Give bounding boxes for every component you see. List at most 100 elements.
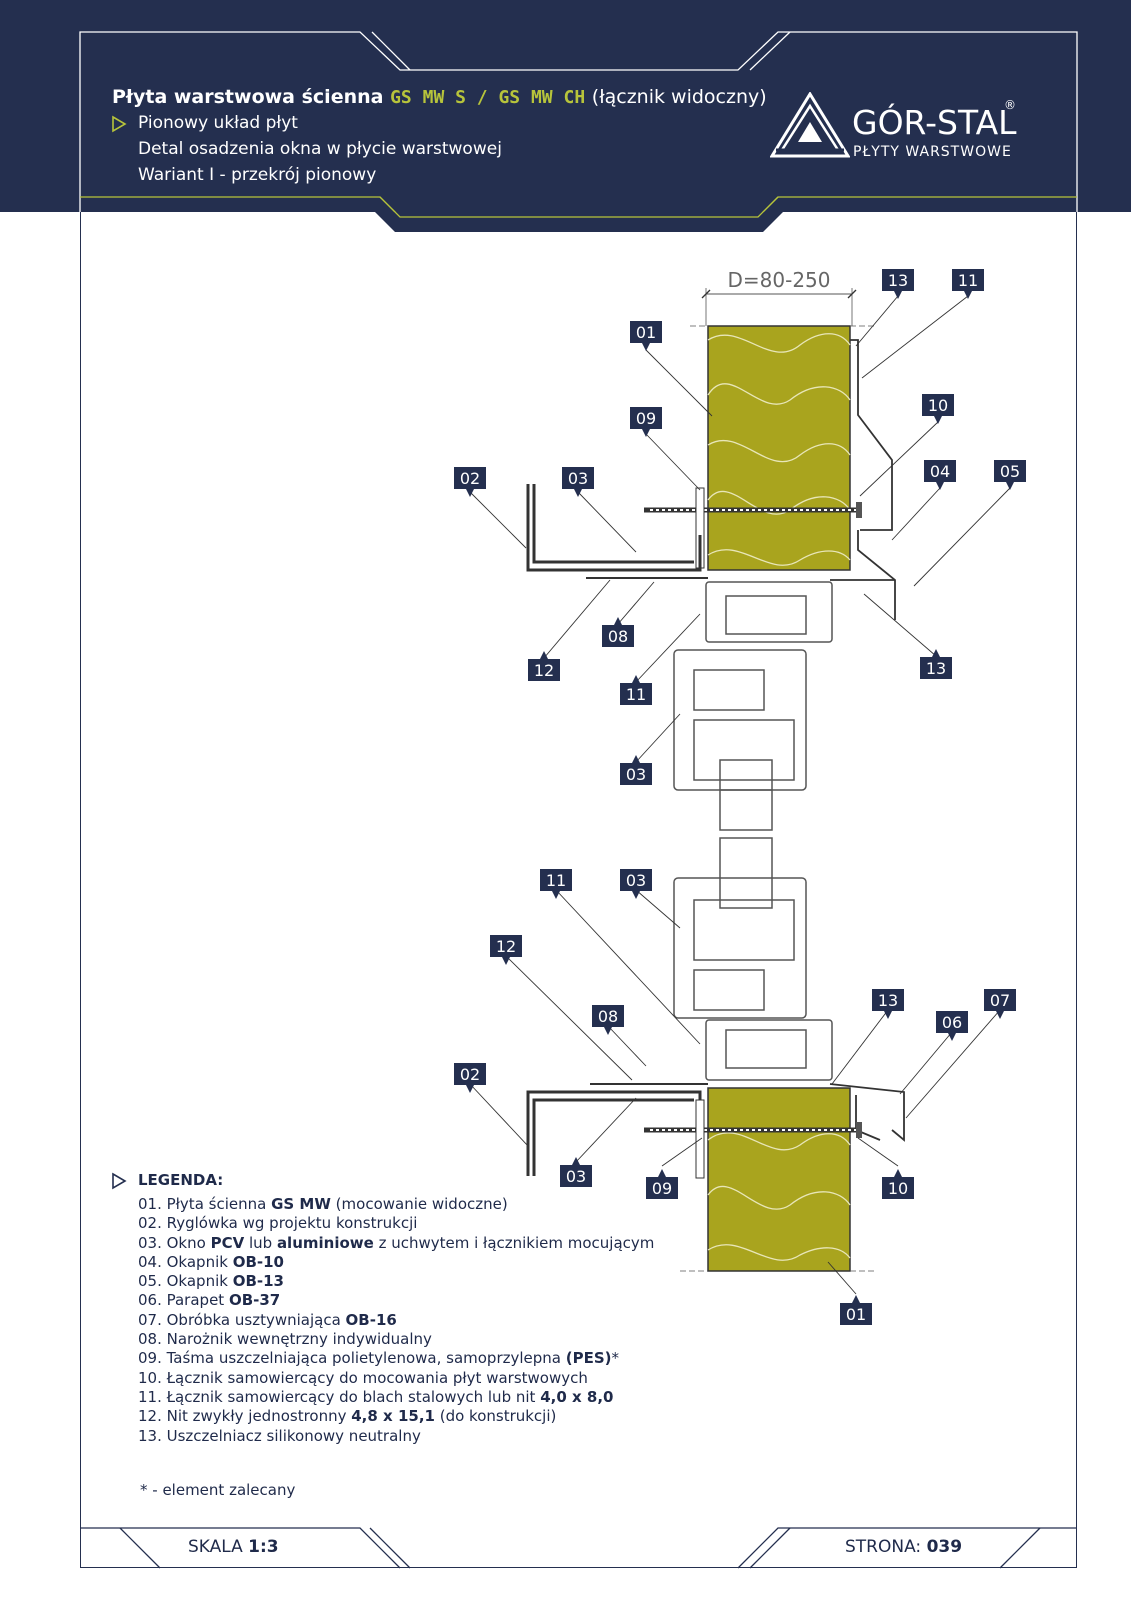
callout-tag: 10 [922, 394, 954, 424]
footnote: * - element zalecany [140, 1481, 296, 1499]
leader-lines [469, 295, 1011, 1295]
legend-item: 07. Obróbka usztywniająca OB-16 [138, 1310, 397, 1329]
legend-list: 01. Płyta ścienna GS MW (mocowanie widoc… [138, 1195, 654, 1446]
legend: LEGENDA: 01. Płyta ścienna GS MW (mocowa… [112, 1171, 654, 1446]
callout-tag: 10 [882, 1169, 914, 1199]
logo-registered: ® [1004, 98, 1016, 112]
page-number: STRONA: 039 [845, 1537, 963, 1557]
page-frame [80, 212, 1077, 1568]
callout-tag: 11 [952, 269, 984, 299]
callout-tag: 11 [540, 869, 572, 899]
gor-stal-logo-icon [770, 92, 850, 158]
page-title: Płyta warstwowa ścienna GS MW S / GS MW … [112, 86, 767, 108]
legend-item: 12. Nit zwykły jednostronny 4,8 x 15,1 (… [138, 1407, 557, 1426]
legend-item: 01. Płyta ścienna GS MW (mocowanie widoc… [138, 1195, 508, 1213]
subtitle-line-1: Pionowy układ płyt [112, 112, 767, 134]
arrow-icon [112, 115, 127, 133]
callout-label: 11 [626, 685, 646, 704]
callout-label: 11 [546, 871, 566, 890]
callout-tag: 07 [984, 989, 1016, 1019]
callout-tag: 01 [840, 1295, 872, 1325]
scale-info: SKALA 1:3 [188, 1537, 279, 1557]
callout-label: 09 [652, 1179, 672, 1198]
callout-tag: 13 [920, 649, 952, 679]
legend-item: 06. Parapet OB-37 [138, 1291, 281, 1310]
window-frame-top [673, 581, 833, 831]
callout-label: 03 [626, 765, 646, 784]
callout-tag: 08 [592, 1005, 624, 1035]
legend-item: 03. Okno PCV lub aluminiowe z uchwytem i… [138, 1233, 655, 1252]
dimension-line: D=80-250 [701, 268, 857, 326]
subtitle-line-3: Wariant I - przekrój pionowy [138, 165, 377, 185]
legend-item: 09. Taśma uszczelniająca polietylenowa, … [138, 1349, 620, 1368]
callout-label: 03 [626, 871, 646, 890]
screw-top [644, 487, 862, 569]
title-prefix: Płyta warstwowa ścienna [112, 86, 384, 108]
callout-label: 13 [888, 271, 908, 290]
callout-tag: 05 [994, 460, 1026, 490]
callout-label: 01 [846, 1305, 866, 1324]
callout-tag: 08 [602, 617, 634, 647]
callout-label: 04 [930, 462, 950, 481]
callout-tag: 01 [630, 321, 662, 351]
callout-label: 12 [534, 661, 554, 680]
callout-tag: 13 [872, 989, 904, 1019]
callout-label: 08 [608, 627, 628, 646]
callout-label: 08 [598, 1007, 618, 1026]
logo-tagline: PŁYTY WARSTWOWE [853, 144, 1012, 160]
callout-tag: 03 [620, 755, 652, 785]
legend-item: 05. Okapnik OB-13 [138, 1272, 284, 1291]
callout-label: 11 [958, 271, 978, 290]
footer-decoration [80, 1527, 1077, 1569]
subtitle-line-2: Detal osadzenia okna w płycie warstwowej [138, 139, 502, 159]
callout-tag: 12 [528, 651, 560, 681]
title-suffix: (łącznik widoczny) [591, 86, 767, 108]
legend-item: 04. Okapnik OB-10 [138, 1252, 284, 1271]
callout-tag: 03 [560, 1157, 592, 1187]
callout-label: 13 [926, 659, 946, 678]
callout-label: 10 [888, 1179, 908, 1198]
callout-tags: 13 11 01 09 10 02 03 04 05 08 13 12 11 03 11 03 12 08 13 07… [454, 269, 1026, 1325]
callout-label: 03 [568, 469, 588, 488]
callout-label: 05 [1000, 462, 1020, 481]
legend-heading: LEGENDA: [112, 1171, 654, 1190]
callout-tag: 04 [924, 460, 956, 490]
header-tab [375, 196, 783, 232]
arrow-icon [112, 1172, 127, 1190]
legend-item: 10. Łącznik samowiercący do mocowania pł… [138, 1368, 588, 1387]
callout-label: 03 [566, 1167, 586, 1186]
callout-label: 07 [990, 991, 1010, 1010]
logo-name: GÓR-STAL [852, 103, 1017, 142]
legend-item: 11. Łącznik samowiercący do blach stalow… [138, 1387, 614, 1406]
callout-tag: 03 [620, 869, 652, 899]
callout-tag: 09 [646, 1169, 678, 1199]
title-block: Płyta warstwowa ścienna GS MW S / GS MW … [112, 86, 767, 186]
sandwich-panel-top [690, 325, 874, 571]
callout-tag: 13 [882, 269, 914, 299]
callout-tag: 12 [490, 935, 522, 965]
sandwich-panel-bottom [680, 1087, 876, 1272]
dimension-label: D=80-250 [728, 268, 831, 292]
callout-label: 06 [942, 1013, 962, 1032]
callout-tag: 06 [936, 1011, 968, 1041]
callout-tag: 11 [620, 675, 652, 705]
callout-tag: 03 [562, 467, 594, 497]
callout-tag: 02 [454, 467, 486, 497]
window-frame-bottom [673, 837, 833, 1081]
title-product: GS MW S / GS MW CH [390, 87, 586, 108]
callout-label: 10 [928, 396, 948, 415]
legend-item: 08. Narożnik wewnętrzny indywidualny [138, 1330, 432, 1349]
rygel-top [526, 484, 708, 579]
callout-label: 09 [636, 409, 656, 428]
callout-tag: 02 [454, 1063, 486, 1093]
legend-item: 13. Uszczelniacz silikonowy neutralny [138, 1426, 421, 1445]
header-band [0, 0, 1131, 218]
callout-label: 02 [460, 469, 480, 488]
legend-item: 02. Ryglówka wg projektu konstrukcji [138, 1214, 418, 1233]
callout-label: 13 [878, 991, 898, 1010]
flashing-top [830, 339, 896, 620]
callout-tag: 09 [630, 407, 662, 437]
callout-label: 02 [460, 1065, 480, 1084]
callout-label: 12 [496, 937, 516, 956]
